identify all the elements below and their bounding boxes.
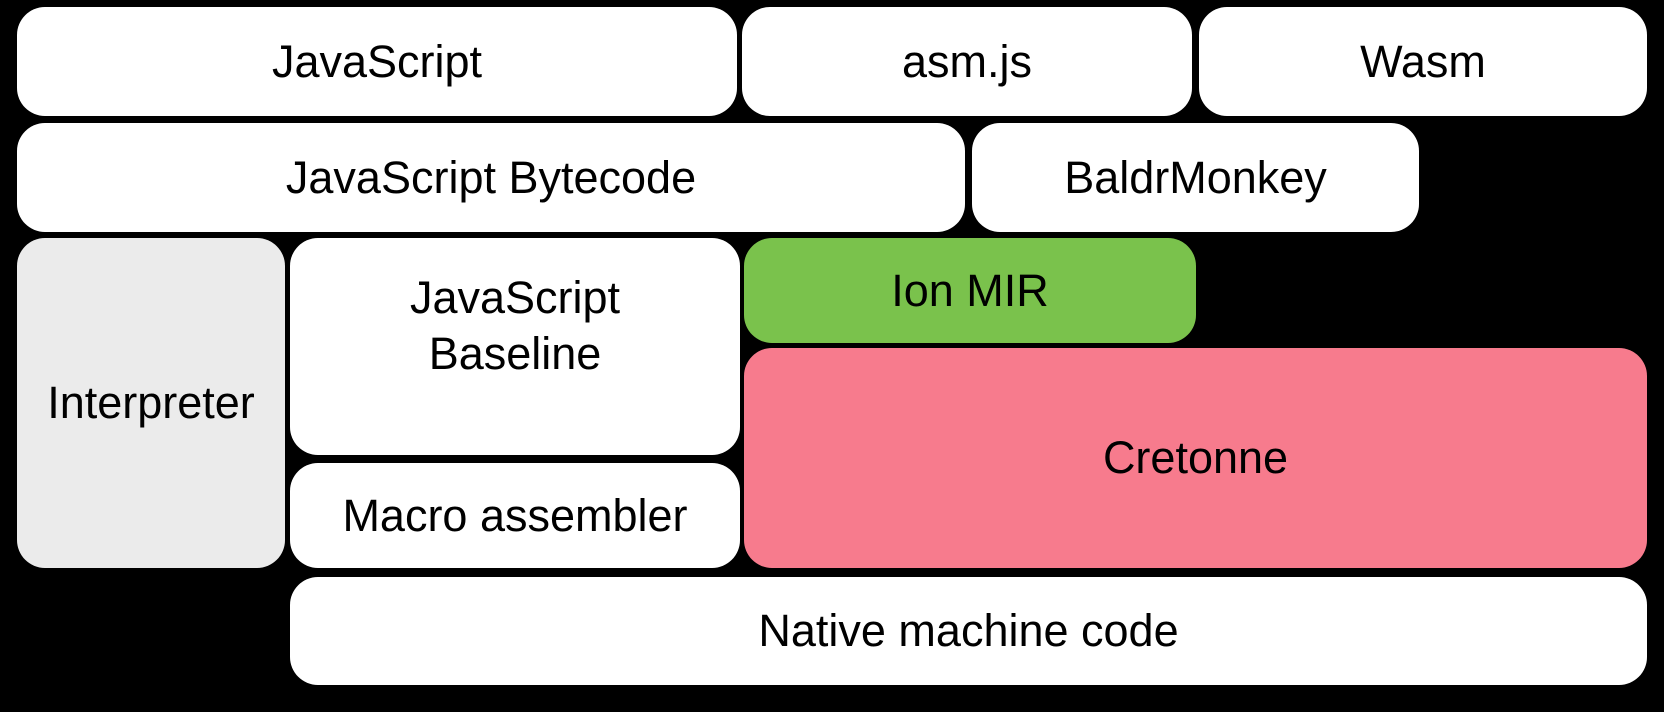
box-asm-js-label: asm.js — [901, 35, 1032, 87]
box-native-machine-code: Native machine code — [290, 577, 1647, 685]
box-ion-mir-label: Ion MIR — [891, 264, 1049, 316]
box-javascript: JavaScript — [17, 7, 737, 116]
box-baldrmonkey-label: BaldrMonkey — [1064, 151, 1327, 203]
box-interpreter-label: Interpreter — [47, 377, 255, 428]
box-baldrmonkey: BaldrMonkey — [972, 123, 1419, 232]
box-wasm-label: Wasm — [1360, 35, 1486, 87]
box-javascript-baseline-line1: JavaScript — [409, 272, 621, 323]
box-javascript-bytecode-label: JavaScript Bytecode — [285, 151, 697, 203]
box-interpreter: Interpreter — [17, 238, 285, 568]
box-cretonne: Cretonne — [744, 348, 1647, 568]
box-javascript-baseline: JavaScript Baseline — [290, 238, 740, 455]
box-javascript-bytecode: JavaScript Bytecode — [17, 123, 965, 232]
box-wasm: Wasm — [1199, 7, 1647, 116]
box-macro-assembler-label: Macro assembler — [342, 489, 688, 541]
box-asm-js: asm.js — [742, 7, 1192, 116]
box-javascript-baseline-line2: Baseline — [428, 328, 602, 379]
box-macro-assembler: Macro assembler — [290, 463, 740, 568]
box-ion-mir: Ion MIR — [744, 238, 1196, 343]
box-javascript-baseline-label: JavaScript Baseline — [410, 270, 620, 382]
box-cretonne-label: Cretonne — [1102, 432, 1289, 483]
box-native-machine-code-label: Native machine code — [758, 605, 1179, 656]
box-javascript-label: JavaScript — [271, 35, 483, 87]
